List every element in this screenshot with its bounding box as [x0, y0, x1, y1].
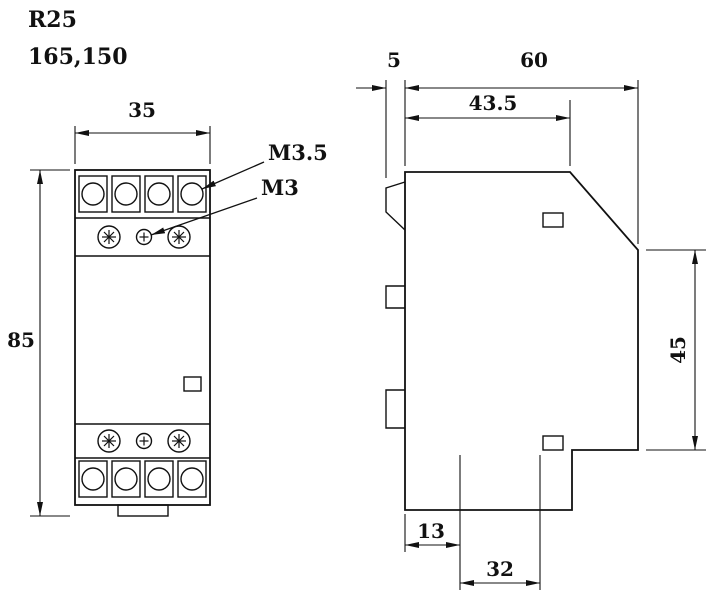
terminal-screw — [180, 182, 204, 206]
indicator-window — [183, 376, 202, 392]
front-foot-tab — [117, 504, 169, 517]
front-body-outline — [74, 169, 211, 506]
side-slot-lower — [542, 435, 564, 451]
dim-front-width: 35 — [128, 98, 156, 122]
dim-clip-depth: 5 — [387, 48, 401, 72]
side-view — [385, 171, 639, 590]
front-view-dimensions: 35 85 — [7, 98, 211, 517]
screw-slot-mark — [139, 436, 149, 446]
label-m35: M3.5 — [268, 140, 328, 165]
torx-screw — [167, 225, 191, 249]
terminal-cage — [78, 460, 108, 498]
terminal-cage — [177, 175, 207, 213]
torx-screw — [97, 429, 121, 453]
terminal-row-top — [78, 175, 207, 213]
torx-mark — [172, 230, 186, 244]
leader-line-m3 — [150, 197, 258, 236]
torx-mark — [172, 434, 186, 448]
din-rail-hook-lower — [385, 389, 405, 429]
torx-mark — [102, 434, 116, 448]
m3-screw — [135, 432, 153, 450]
terminal-screw — [81, 467, 105, 491]
side-view-dimensions: 5 60 43.5 45 13 32 — [356, 48, 706, 586]
terminal-cage — [78, 175, 108, 213]
terminal-cage — [144, 175, 174, 213]
torx-mark — [102, 230, 116, 244]
dim-recess-width: 32 — [486, 557, 514, 581]
terminal-screw — [81, 182, 105, 206]
leader-line-m35 — [201, 161, 265, 190]
torx-screw — [167, 429, 191, 453]
dim-body-depth: 43.5 — [469, 91, 518, 115]
m3-screw — [135, 228, 153, 246]
terminal-cage — [144, 460, 174, 498]
terminal-screw — [147, 467, 171, 491]
screw-row-upper — [97, 225, 191, 249]
label-m3: M3 — [261, 175, 299, 200]
din-rail-hook-upper — [385, 285, 405, 309]
side-slot-upper — [542, 212, 564, 228]
torx-screw — [97, 225, 121, 249]
model-title: R25 — [28, 7, 77, 33]
dim-rail-offset: 13 — [417, 519, 445, 543]
screw-labels: M3.5 M3 — [150, 140, 328, 236]
terminal-screw — [114, 182, 138, 206]
screw-slot-mark — [139, 232, 149, 242]
terminal-screw — [114, 467, 138, 491]
dim-total-depth: 60 — [520, 48, 548, 72]
dim-front-height-side: 45 — [666, 336, 690, 364]
terminal-screw — [180, 467, 204, 491]
din-claw-top — [385, 181, 406, 231]
model-subtitle: 165,150 — [28, 44, 128, 70]
terminal-screw — [147, 182, 171, 206]
front-view — [74, 169, 211, 517]
terminal-cage — [111, 460, 141, 498]
dim-front-height: 85 — [7, 328, 35, 352]
terminal-cage — [177, 460, 207, 498]
screw-row-lower — [97, 429, 191, 453]
terminal-cage — [111, 175, 141, 213]
side-body-outline — [404, 171, 639, 511]
terminal-row-bottom — [78, 460, 207, 498]
